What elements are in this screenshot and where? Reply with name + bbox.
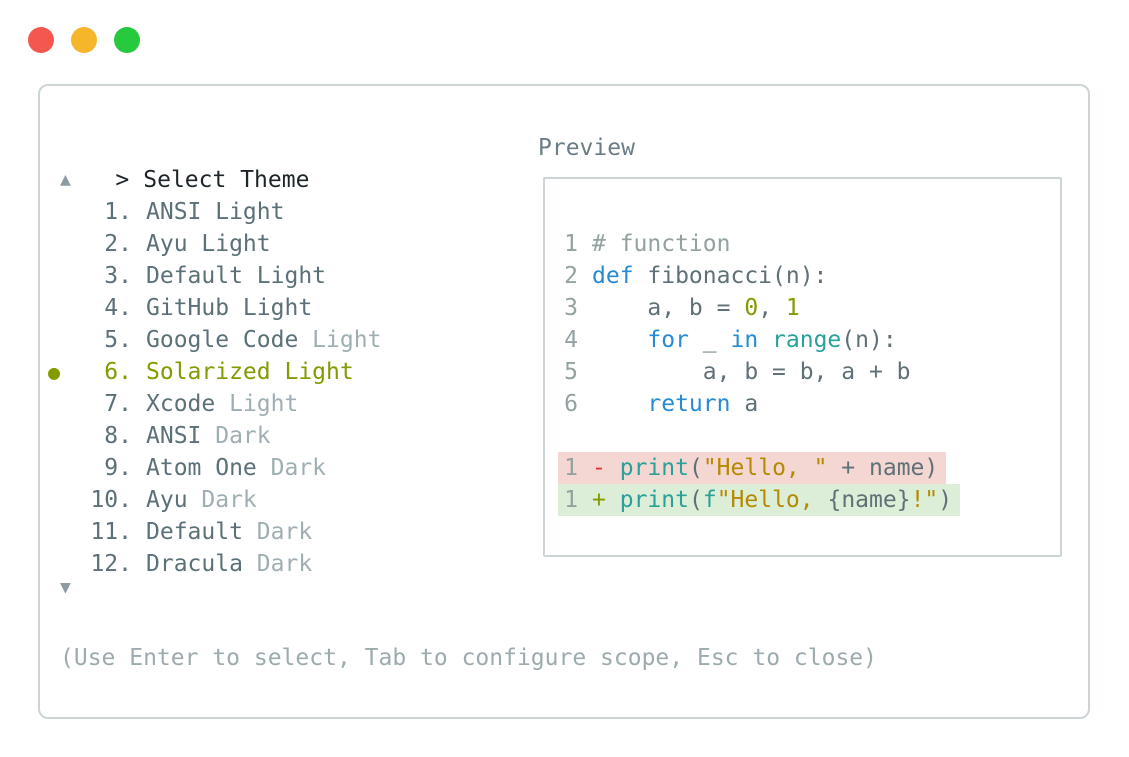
line-number: 4 xyxy=(564,327,578,353)
theme-item-label: Xcode Light xyxy=(146,391,299,417)
theme-item-number: 6. xyxy=(104,359,132,385)
theme-list: 1. ANSI Light 2. Ayu Light 3. Default Light 4.… xyxy=(48,196,528,580)
theme-item-number: 3. xyxy=(104,263,132,289)
line-number: 1 xyxy=(564,487,578,513)
theme-item-label: Ayu Dark xyxy=(146,487,257,513)
close-button[interactable] xyxy=(28,27,54,53)
selected-bullet-icon: ● xyxy=(48,360,61,384)
diff-added-line: 1+ print(f"Hello, {name}!") xyxy=(558,484,1060,516)
code-blank-line xyxy=(564,420,1060,452)
theme-item-2[interactable]: 2. Ayu Light xyxy=(48,228,528,260)
page-title: > Select Theme xyxy=(60,132,309,228)
diff-removed-line: 1- print("Hello, " + name) xyxy=(558,452,1060,484)
zoom-button[interactable] xyxy=(114,27,140,53)
scroll-down-icon: ▼ xyxy=(60,577,71,598)
theme-item-number: 1. xyxy=(104,199,132,225)
keyboard-hint: (Use Enter to select, Tab to configure s… xyxy=(60,645,877,671)
theme-item-5[interactable]: 5. Google Code Light xyxy=(48,324,528,356)
theme-item-label: Default Light xyxy=(146,263,327,289)
theme-item-label: Atom One Dark xyxy=(146,455,327,481)
code-line-3: 3 a, b = 0, 1 xyxy=(564,292,1060,324)
code-line-5: 5 a, b = b, a + b xyxy=(564,356,1060,388)
code-line-4: 4 for _ in range(n): xyxy=(564,324,1060,356)
theme-item-number: 5. xyxy=(104,327,132,353)
theme-item-7[interactable]: 7. Xcode Light xyxy=(48,388,528,420)
theme-item-number: 11. xyxy=(90,519,132,545)
line-number: 2 xyxy=(564,263,578,289)
line-number: 1 xyxy=(564,455,578,481)
theme-item-12[interactable]: 12. Dracula Dark xyxy=(48,548,528,580)
theme-selector-panel: > Select Theme Preview ▲ 1. ANSI Light 2. Ay… xyxy=(38,84,1090,719)
theme-item-11[interactable]: 11. Default Dark xyxy=(48,516,528,548)
theme-item-4[interactable]: 4. GitHub Light xyxy=(48,292,528,324)
theme-item-number: 8. xyxy=(104,423,132,449)
selector-title-text: Select Theme xyxy=(143,167,310,193)
theme-item-number: 12. xyxy=(90,551,132,577)
theme-item-10[interactable]: 10. Ayu Dark xyxy=(48,484,528,516)
code-line-1: 1# function xyxy=(564,228,1060,260)
preview-label: Preview xyxy=(538,135,635,161)
line-number: 5 xyxy=(564,359,578,385)
theme-item-label: Solarized Light xyxy=(146,359,354,385)
line-number: 6 xyxy=(564,391,578,417)
theme-item-label: GitHub Light xyxy=(146,295,313,321)
theme-item-9[interactable]: 9. Atom One Dark xyxy=(48,452,528,484)
theme-item-number: 10. xyxy=(90,487,132,513)
theme-item-label: Google Code Light xyxy=(146,327,382,353)
theme-item-label: Default Dark xyxy=(146,519,313,545)
code-line-6: 6 return a xyxy=(564,388,1060,420)
line-number: 1 xyxy=(564,231,578,257)
theme-item-number: 7. xyxy=(104,391,132,417)
theme-item-6[interactable]: ● 6. Solarized Light xyxy=(48,356,528,388)
theme-item-label: Ayu Light xyxy=(146,231,271,257)
theme-item-label: ANSI Light xyxy=(146,199,285,225)
theme-item-3[interactable]: 3. Default Light xyxy=(48,260,528,292)
window-controls xyxy=(28,27,140,53)
theme-item-number: 4. xyxy=(104,295,132,321)
theme-item-number: 9. xyxy=(104,455,132,481)
theme-item-label: ANSI Dark xyxy=(146,423,271,449)
theme-item-8[interactable]: 8. ANSI Dark xyxy=(48,420,528,452)
prompt-icon: > xyxy=(115,167,130,193)
theme-item-label: Dracula Dark xyxy=(146,551,313,577)
minimize-button[interactable] xyxy=(71,27,97,53)
scroll-up-icon: ▲ xyxy=(60,169,71,190)
theme-item-1[interactable]: 1. ANSI Light xyxy=(48,196,528,228)
theme-item-number: 2. xyxy=(104,231,132,257)
line-number: 3 xyxy=(564,295,578,321)
